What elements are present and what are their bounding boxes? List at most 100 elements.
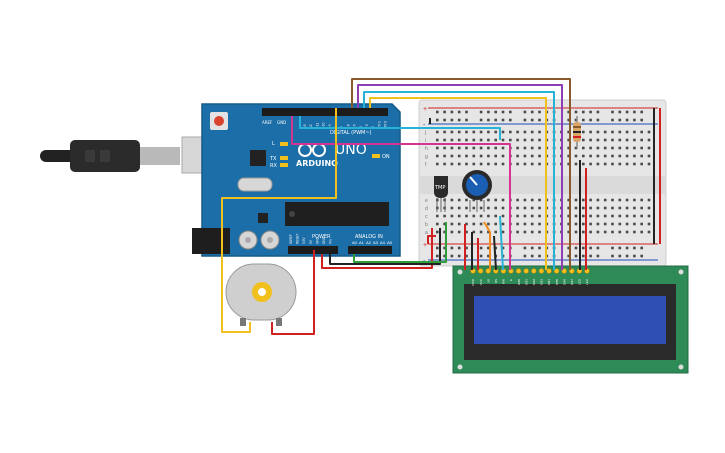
breadboard-hole — [465, 118, 468, 122]
breadboard-hole — [457, 230, 461, 234]
breadboard-hole — [457, 246, 461, 250]
wire-red-rail-left[interactable] — [427, 235, 436, 244]
usb-cable — [40, 136, 229, 174]
wire-red-5v[interactable] — [321, 228, 433, 269]
breadboard-hole — [625, 118, 629, 122]
breadboard-hole — [516, 146, 519, 150]
breadboard-hole — [567, 230, 570, 234]
wire-cyan-lcd[interactable] — [499, 215, 504, 271]
breadboard-hole — [516, 222, 519, 226]
breadboard-hole — [596, 138, 600, 142]
breadboard-hole — [596, 230, 600, 234]
breadboard-hole — [625, 222, 629, 226]
breadboard-hole — [647, 154, 651, 158]
lcd-pin[interactable] — [546, 268, 552, 274]
breadboard-hole — [479, 162, 483, 166]
breadboard-hole — [574, 230, 578, 234]
breadboard-hole — [567, 206, 570, 210]
breadboard-hole — [574, 206, 578, 210]
breadboard-hole — [538, 206, 541, 210]
wire-orange-lcd[interactable] — [483, 221, 491, 270]
breadboard-hole — [582, 154, 585, 158]
breadboard-hole — [618, 146, 622, 150]
gnd-label: GND — [277, 120, 286, 125]
lcd-pin[interactable] — [538, 268, 545, 274]
breadboard-hole — [465, 206, 468, 210]
breadboard-hole — [457, 214, 461, 218]
wire-purple[interactable] — [357, 84, 563, 270]
breadboard-hole — [530, 138, 534, 142]
wire-brown[interactable] — [351, 78, 571, 270]
wire-red-motor[interactable] — [271, 250, 315, 335]
breadboard-hole — [443, 222, 446, 226]
breadboard-hole — [625, 110, 629, 114]
breadboard-hole — [538, 214, 541, 218]
breadboard-hole — [465, 162, 468, 166]
lcd-pin[interactable] — [477, 268, 484, 274]
wire-green-a0[interactable] — [353, 222, 447, 263]
breadboard-hole — [611, 214, 614, 218]
breadboard-hole — [611, 246, 614, 250]
wire-black-gnd[interactable] — [329, 228, 441, 265]
potentiometer[interactable] — [462, 170, 492, 212]
l-label: L — [272, 141, 275, 147]
breadboard-hole — [589, 130, 592, 134]
breadboard-hole — [618, 198, 622, 202]
row-letter: j — [424, 130, 426, 136]
digital-pin-label: ~10 — [322, 122, 326, 128]
breadboard-hole — [450, 222, 454, 226]
breadboard-hole — [450, 254, 454, 258]
wire-yellow-motor[interactable] — [221, 108, 337, 333]
breadboard-hole — [633, 198, 636, 202]
breadboard-hole — [487, 130, 490, 134]
lcd-pin[interactable] — [515, 268, 522, 274]
breadboard-hole — [589, 118, 592, 122]
breadboard-hole — [603, 230, 607, 234]
breadboard-hole — [625, 130, 629, 134]
breadboard-hole — [589, 138, 592, 142]
lcd-pin[interactable] — [553, 268, 560, 274]
lcd-pin-label: DB1 — [524, 279, 528, 285]
breadboard-hole — [523, 222, 527, 226]
breadboard-hole — [640, 214, 643, 218]
breadboard-hole — [523, 214, 527, 218]
breadboard-hole — [618, 130, 622, 134]
wire-black-lcd-2[interactable] — [493, 235, 497, 271]
breadboard-hole — [625, 230, 629, 234]
breadboard-hole — [436, 118, 439, 122]
lcd-pin[interactable] — [523, 268, 529, 274]
lcd-pin[interactable] — [531, 268, 537, 274]
breadboard-hole — [479, 118, 483, 122]
breadboard-hole — [589, 146, 592, 150]
breadboard-hole — [494, 110, 497, 114]
breadboard-hole — [582, 162, 585, 166]
breadboard-hole — [443, 162, 446, 166]
breadboard-hole — [596, 118, 600, 122]
lcd-pin-label: DB7 — [570, 279, 574, 285]
lcd-pin-label: DB6 — [562, 279, 566, 285]
analog-pin-label: A5 — [387, 240, 393, 245]
breadboard-hole — [479, 246, 483, 250]
breadboard-hole — [443, 246, 446, 250]
breadboard-hole — [465, 154, 468, 158]
dc-motor — [225, 263, 297, 326]
breadboard-hole — [538, 162, 541, 166]
board-brand: ARDUINO — [296, 159, 338, 168]
breadboard-hole — [640, 130, 643, 134]
breadboard-hole — [472, 154, 476, 158]
breadboard-hole — [457, 254, 461, 258]
breadboard-hole — [457, 138, 461, 142]
breadboard-hole — [640, 162, 643, 166]
wire-cyan[interactable] — [363, 91, 555, 270]
wire-magenta[interactable] — [291, 116, 511, 270]
row-letter: b — [425, 222, 428, 228]
wire-yellow-top[interactable] — [369, 97, 547, 270]
wire-cyan-2[interactable] — [299, 116, 501, 140]
breadboard-hole — [479, 230, 483, 234]
breadboard-hole — [487, 154, 490, 158]
breadboard-hole — [625, 198, 629, 202]
breadboard-hole — [516, 230, 519, 234]
breadboard-hole — [567, 254, 570, 258]
breadboard-hole — [436, 230, 439, 234]
breadboard-hole — [567, 154, 570, 158]
